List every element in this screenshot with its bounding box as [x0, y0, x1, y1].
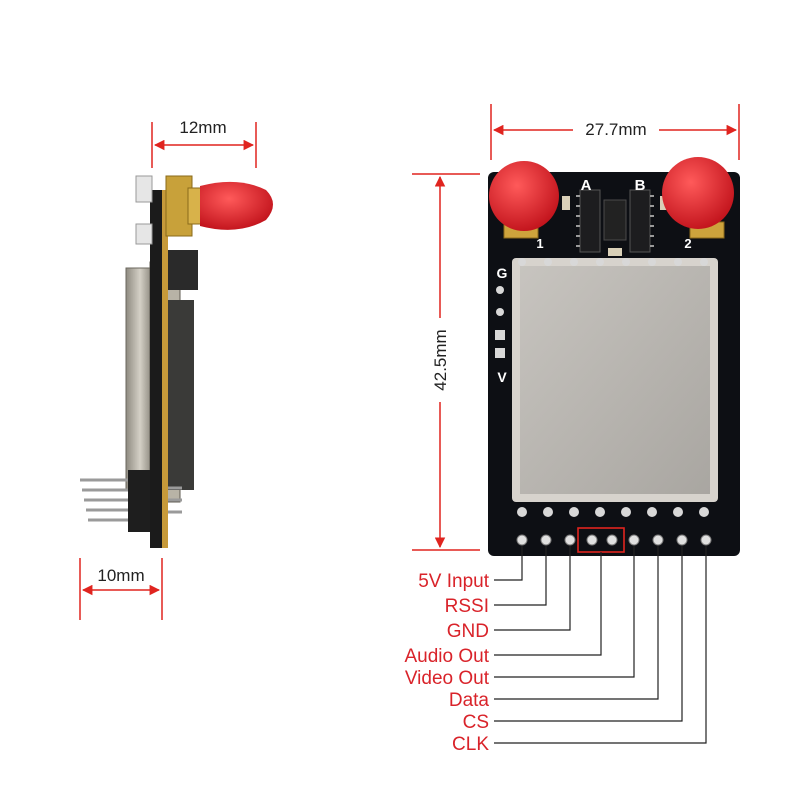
front-height-label: 42.5mm — [431, 329, 450, 390]
front-pcb — [488, 172, 740, 556]
pin-label-gnd: GND — [447, 621, 489, 642]
side-width-dimension: 12mm — [151, 117, 257, 168]
antenna-cap-left — [489, 161, 559, 231]
silk-g: G — [497, 265, 508, 281]
pin-label-5v-input: 5V Input — [418, 571, 489, 592]
silk-ant-1: 1 — [536, 236, 543, 251]
header-pins — [516, 534, 712, 546]
pin-label-audio-out: Audio Out — [405, 646, 490, 667]
side-header-pins — [80, 470, 182, 532]
front-width-label: 27.7mm — [585, 120, 646, 139]
silk-b: B — [635, 177, 646, 194]
front-width-dimension: 27.7mm — [490, 104, 740, 160]
pin-callouts — [494, 546, 707, 744]
side-antenna-cap — [200, 181, 273, 230]
side-depth-label: 10mm — [97, 566, 144, 585]
front-height-dimension: 42.5mm — [412, 173, 480, 551]
side-view: 12mm 10mm — [79, 117, 273, 620]
side-width-label: 12mm — [179, 118, 226, 137]
shield-tabs-top — [518, 258, 708, 266]
silk-ant-2: 2 — [684, 236, 691, 251]
silk-v: V — [497, 369, 507, 385]
pin-label-data: Data — [449, 690, 490, 711]
side-depth-dimension: 10mm — [79, 558, 163, 620]
pin-label-clk: CLK — [452, 734, 489, 755]
side-pads — [495, 286, 505, 358]
pin-labels: 5V Input RSSI GND Audio Out Video Out Da… — [405, 571, 490, 755]
pin-label-video-out: Video Out — [405, 668, 490, 689]
antenna-cap-right — [662, 157, 734, 229]
pin-label-rssi: RSSI — [445, 596, 489, 617]
pin-label-cs: CS — [463, 712, 489, 733]
silk-a: A — [581, 177, 592, 194]
front-view: 27.7mm 42.5mm — [412, 104, 740, 556]
shield-tabs-bottom — [517, 507, 709, 517]
